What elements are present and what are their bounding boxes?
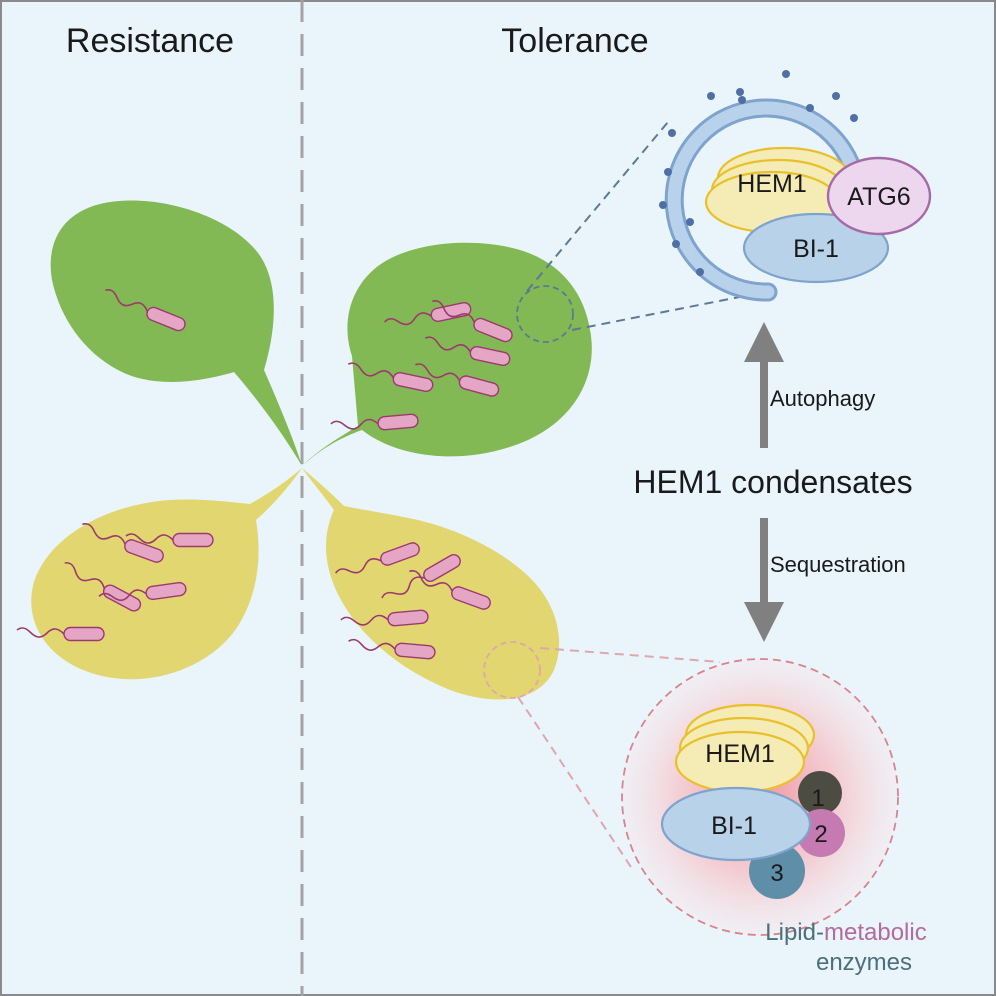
header-tolerance: Tolerance xyxy=(501,22,648,60)
plant xyxy=(31,200,592,700)
zoom-line xyxy=(571,290,771,331)
enzyme-2-label: 2 xyxy=(814,821,827,848)
leaf-resistance-yellow xyxy=(31,468,303,680)
caption-lipid: Lipid- xyxy=(765,919,824,946)
zoom-line xyxy=(517,696,634,871)
membrane-dots xyxy=(659,70,858,276)
zoom-circle-green xyxy=(516,285,574,343)
autophagy-arrow xyxy=(744,322,784,448)
enzyme-1 xyxy=(798,771,842,815)
leaf-tolerance-green xyxy=(302,242,592,466)
sequestration-arrow xyxy=(744,518,784,642)
condensate-boundary xyxy=(621,658,899,936)
hem1-label: HEM1 xyxy=(705,740,774,768)
bi1-label: BI-1 xyxy=(711,812,757,840)
condensate-complex: HEM1 1 2 3 BI-1 xyxy=(621,658,899,936)
header-resistance: Resistance xyxy=(66,22,234,60)
caption-metabolic: metabolic xyxy=(824,919,927,946)
enzyme-1-label: 1 xyxy=(811,785,824,812)
bi1-protein xyxy=(742,212,890,284)
enzyme-3-label: 3 xyxy=(770,860,783,887)
bi1-label: BI-1 xyxy=(793,235,839,263)
atg6-label: ATG6 xyxy=(847,183,910,211)
autophagosome-complex: HEM1 BI-1 ATG6 xyxy=(659,70,932,302)
autophagy-label: Autophagy xyxy=(770,386,875,411)
leaf-resistance-green xyxy=(50,200,302,466)
hem1-condensates-label: HEM1 condensates xyxy=(633,464,912,500)
caption-enzymes: enzymes xyxy=(816,949,912,976)
hem1-label: HEM1 xyxy=(737,170,806,198)
atg6-protein xyxy=(826,156,932,236)
bi1-protein xyxy=(660,786,812,862)
zoom-circle-yellow xyxy=(483,641,541,699)
zoom-line xyxy=(526,121,669,292)
sequestration-label: Sequestration xyxy=(770,552,906,577)
leaf-tolerance-yellow xyxy=(302,468,560,700)
zoom-line xyxy=(539,647,721,663)
lipid-metabolic-caption: Lipid-metabolic xyxy=(765,919,926,946)
